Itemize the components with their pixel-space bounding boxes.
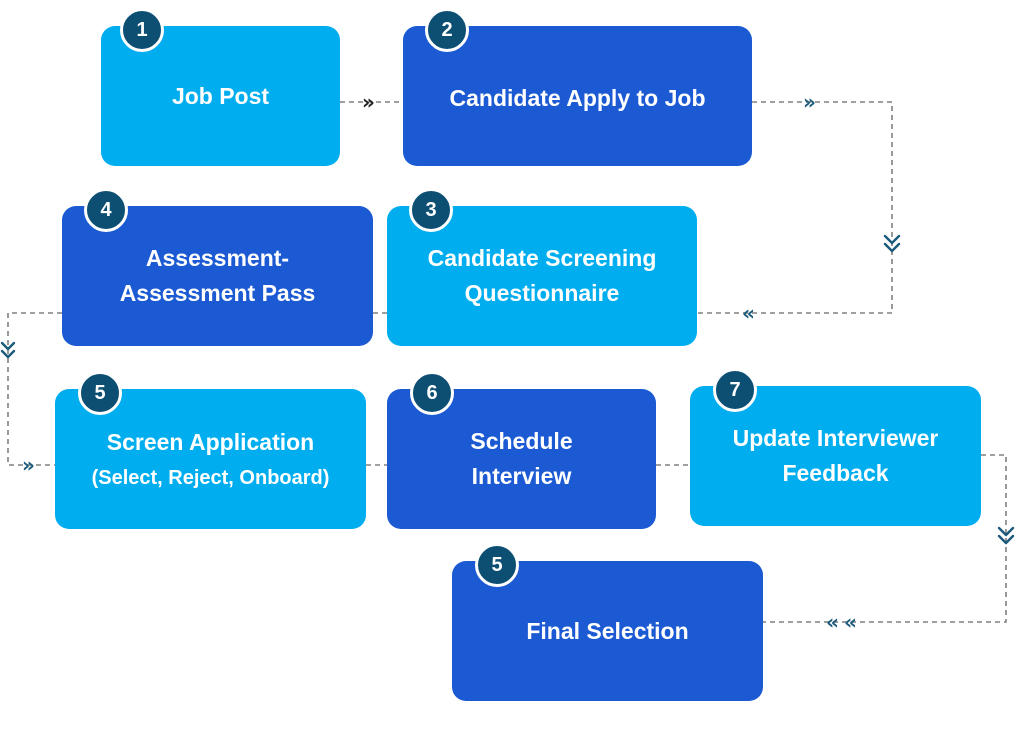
chevron-double-down-icon-c: [997, 526, 1015, 545]
connector-4-5: [7, 312, 62, 466]
chevron-right-icon: »: [22, 453, 35, 477]
chevron-right-icon: »: [803, 90, 816, 114]
step-subtitle: (Select, Reject, Onboard): [91, 466, 330, 489]
connector-2-3: [697, 101, 893, 314]
step-assessment: Assessment- Assessment Pass: [62, 206, 373, 346]
step-title-line2: Assessment Pass: [119, 280, 316, 306]
step-number-badge: 4: [84, 188, 128, 232]
step-title: Update Interviewer: [732, 425, 939, 451]
step-number-badge: 6: [410, 371, 454, 415]
connector-7-8: [763, 454, 1007, 623]
step-title: Screen Application: [106, 428, 315, 455]
chevron-double-down-icon-b: [0, 341, 16, 359]
step-number-badge: 7: [713, 368, 757, 412]
chevron-left-icon: «: [844, 610, 857, 634]
step-number-badge: 5: [78, 371, 122, 415]
step-title-line2: Interview: [471, 463, 572, 489]
step-title-line2: Feedback: [782, 460, 889, 486]
chevron-right-icon: »: [362, 90, 375, 114]
chevron-left-icon: «: [742, 301, 755, 325]
chevron-double-down-icon-a: [883, 234, 901, 253]
step-number-badge: 1: [120, 8, 164, 52]
step-number-badge: 3: [409, 188, 453, 232]
step-title: Schedule: [470, 428, 573, 454]
chevron-left-icon: «: [826, 610, 839, 634]
step-title-line2: Questionnaire: [464, 280, 620, 306]
step-number-badge: 5: [475, 543, 519, 587]
step-title: Job Post: [171, 82, 270, 109]
step-title: Candidate Screening: [427, 245, 657, 271]
step-job-post: Job Post: [101, 26, 340, 166]
step-title: Assessment-: [145, 245, 290, 271]
step-title: Candidate Apply to Job: [449, 85, 706, 111]
step-number-badge: 2: [425, 8, 469, 52]
step-candidate-apply: Candidate Apply to Job: [403, 26, 752, 166]
step-screen-application: Screen Application (Select, Reject, Onbo…: [55, 389, 366, 529]
step-title: Final Selection: [526, 617, 689, 644]
